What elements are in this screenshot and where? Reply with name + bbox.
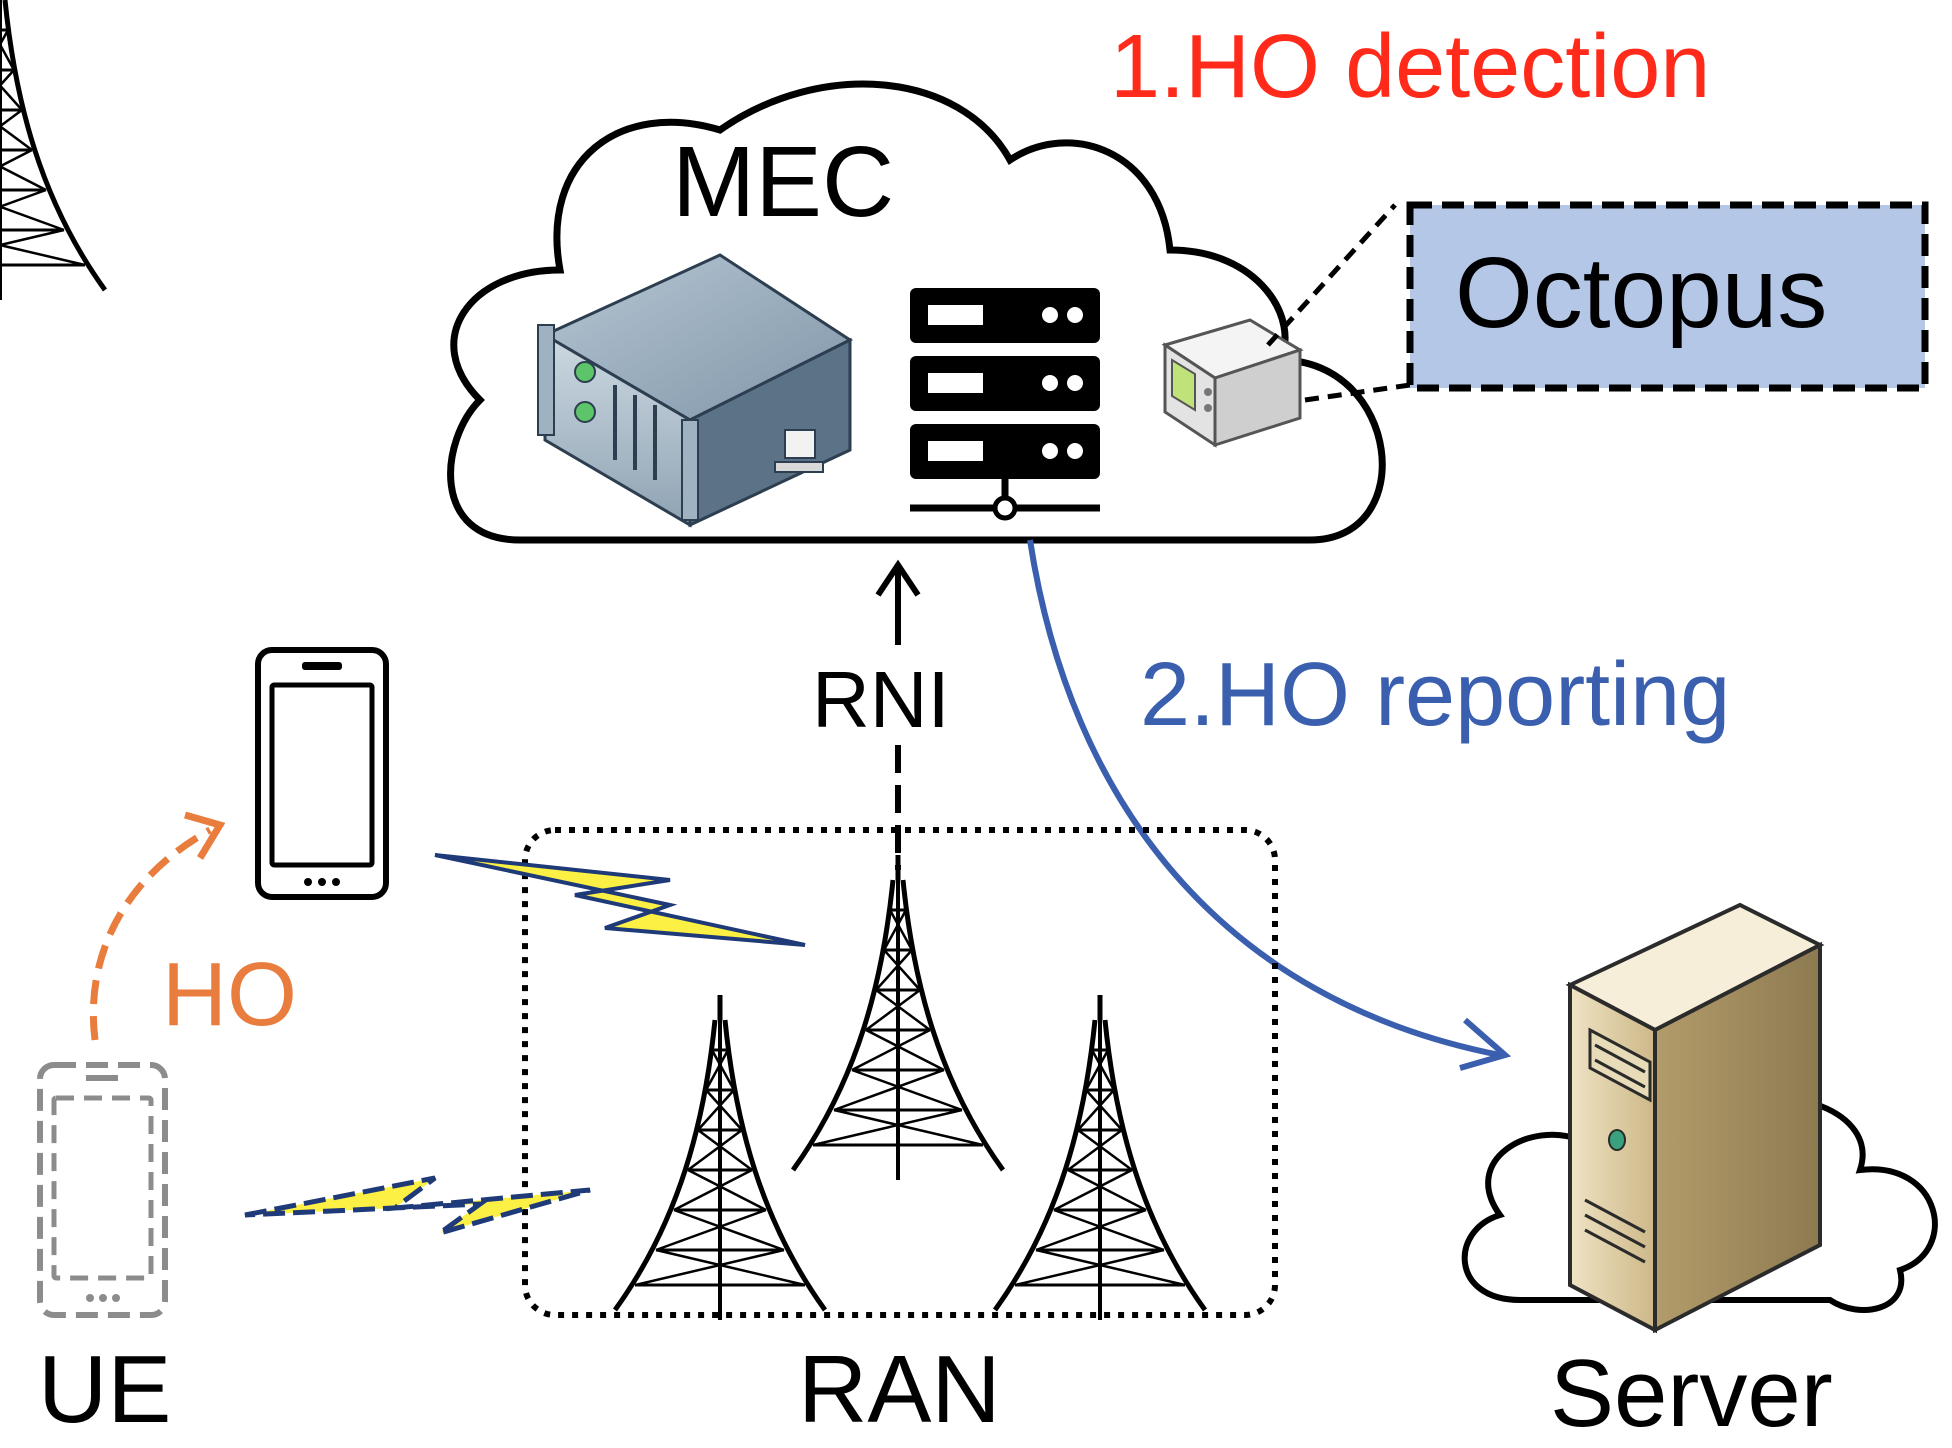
ho-arrow xyxy=(89,826,212,1041)
step1-label: 1.HO detection xyxy=(1110,17,1711,117)
server-stack-icon xyxy=(910,288,1100,521)
lightning-link-icon-dashed xyxy=(244,1175,591,1236)
lightning-link-icon xyxy=(434,853,806,947)
octopus-box xyxy=(1406,201,1929,392)
step2-label: 2.HO reporting xyxy=(1140,645,1731,745)
rni-link xyxy=(875,559,921,870)
oscilloscope-icon xyxy=(1161,318,1304,448)
ue-label: UE xyxy=(38,1336,172,1443)
tower-server-icon xyxy=(1565,902,1825,1334)
smartphone-icon xyxy=(255,647,389,900)
rack-server-icon xyxy=(537,253,854,528)
cell-tower-icon-left xyxy=(615,995,825,1320)
ho-reporting-arrow xyxy=(1027,539,1501,1058)
ho-label: HO xyxy=(162,945,297,1045)
server-label: Server xyxy=(1550,1340,1833,1447)
mec-label: MEC xyxy=(672,126,895,238)
cell-tower-icon xyxy=(0,0,108,300)
ran-label: RAN xyxy=(798,1336,1001,1443)
cell-tower-icon-right xyxy=(995,995,1205,1320)
octopus-label: Octopus xyxy=(1455,237,1828,349)
smartphone-icon-previous xyxy=(37,1062,168,1318)
cell-tower-icon-center xyxy=(793,855,1003,1180)
ran-box xyxy=(522,827,1278,1318)
rni-label: RNI xyxy=(812,655,950,744)
